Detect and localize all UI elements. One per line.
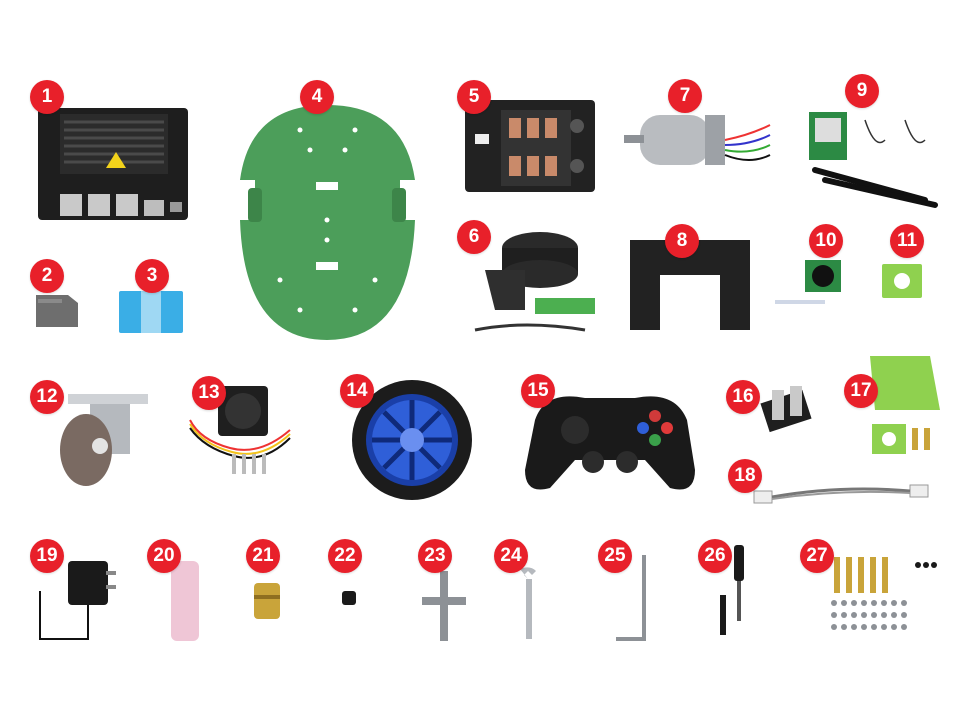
item-3: 3 [115, 255, 195, 335]
item-number-badge: 15 [521, 374, 555, 408]
caster-wheel-icon [60, 394, 148, 486]
item-number-badge: 6 [457, 220, 491, 254]
item-number-badge: 24 [494, 539, 528, 573]
acrylic-holder-icon [870, 356, 940, 454]
item-16: 16 [720, 370, 830, 460]
adapter-board-icon [760, 386, 812, 433]
gear-motor-icon [624, 115, 771, 165]
item-number-badge: 5 [457, 80, 491, 114]
item-12: 12 [20, 370, 160, 490]
set-screw-icon [342, 591, 356, 605]
standoffs-screws-icon [831, 557, 937, 630]
item-21: 21 [240, 535, 310, 650]
item-14: 14 [330, 370, 500, 505]
power-adapter-icon [39, 561, 116, 640]
screwdriver-icon [720, 545, 744, 635]
item-number-badge: 2 [30, 259, 64, 293]
wifi-card-antenna-icon [809, 112, 938, 208]
item-number-badge: 7 [668, 79, 702, 113]
item-number-badge: 12 [30, 380, 64, 414]
item-number-badge: 19 [30, 539, 64, 573]
item-number-badge: 22 [328, 539, 362, 573]
item-15: 15 [515, 370, 705, 500]
item-24: 24 [490, 535, 560, 650]
item-number-badge: 21 [246, 539, 280, 573]
wrench-icon [520, 567, 536, 639]
item-13: 13 [170, 370, 300, 490]
item-number-badge: 18 [728, 459, 762, 493]
coupling-icon [254, 583, 280, 619]
item-number-badge: 26 [698, 539, 732, 573]
jetson-dev-board-icon [38, 108, 188, 220]
item-2: 2 [20, 255, 90, 335]
cable-icon [753, 484, 929, 504]
item-number-badge: 27 [800, 539, 834, 573]
item-10: 10 [775, 220, 855, 310]
gamepad-icon [525, 396, 695, 490]
item-8: 8 [625, 220, 755, 335]
item-number-badge: 11 [890, 224, 924, 258]
item-1: 1 [20, 70, 190, 240]
item-number-badge: 25 [598, 539, 632, 573]
lidar-icon [474, 232, 595, 332]
item-27: 27 [790, 535, 945, 650]
item-number-badge: 20 [147, 539, 181, 573]
cross-wrench-icon [422, 571, 466, 641]
wheel-icon [352, 380, 472, 500]
item-22: 22 [320, 535, 390, 650]
item-9: 9 [795, 70, 945, 210]
item-4: 4 [210, 70, 445, 350]
item-23: 23 [410, 535, 490, 650]
item-11: 11 [870, 220, 940, 310]
item-number-badge: 8 [665, 224, 699, 258]
chassis-plate-icon [240, 105, 415, 340]
item-number-badge: 16 [726, 380, 760, 414]
item-7: 7 [620, 75, 780, 195]
item-20: 20 [145, 535, 215, 650]
item-17: 17 [840, 340, 945, 470]
camera-bracket-icon [882, 264, 922, 298]
item-5: 5 [455, 70, 605, 200]
item-number-badge: 10 [809, 224, 843, 258]
item-6: 6 [455, 210, 605, 345]
item-19: 19 [20, 535, 130, 650]
item-number-badge: 14 [340, 374, 374, 408]
item-25: 25 [590, 535, 670, 650]
heatsink-pad-icon [119, 291, 183, 333]
item-18: 18 [720, 455, 945, 515]
item-number-badge: 17 [844, 374, 878, 408]
item-number-badge: 3 [135, 259, 169, 293]
item-number-badge: 23 [418, 539, 452, 573]
battery-board-icon [465, 100, 595, 192]
camera-module-icon [775, 260, 841, 304]
item-number-badge: 9 [845, 74, 879, 108]
cooling-fan-icon [189, 386, 291, 474]
hex-key-icon [616, 555, 646, 641]
battery-cell-icon [171, 561, 199, 641]
item-number-badge: 4 [300, 80, 334, 114]
item-number-badge: 1 [30, 80, 64, 114]
item-number-badge: 13 [192, 376, 226, 410]
item-26: 26 [690, 535, 770, 650]
mount-plate-icon [630, 240, 750, 330]
microsd-card-icon [36, 295, 78, 327]
